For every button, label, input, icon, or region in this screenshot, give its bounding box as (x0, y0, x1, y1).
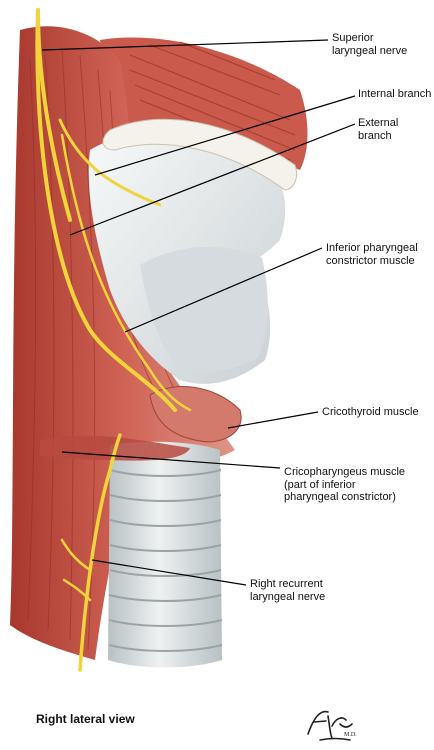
pharyngeal-muscle-column (10, 26, 235, 660)
recurrent-nerve-branch (60, 538, 92, 572)
vagus-nerve (35, 8, 177, 412)
hyoid-bone (102, 118, 298, 191)
label-cricothyroid-muscle: Cricothyroid muscle (322, 406, 419, 418)
label-cricopharyngeus-muscle: Cricopharyngeus muscle (part of inferior… (284, 466, 406, 503)
label-superior-laryngeal-nerve: Superior laryngeal nerve (332, 32, 408, 57)
label-right-recurrent-laryngeal-nerve: Right recurrent laryngeal nerve (250, 578, 326, 603)
internal-branch-nerve (58, 118, 162, 207)
leader-internal-branch (94, 95, 356, 176)
recurrent-laryngeal-nerve (78, 433, 122, 672)
trachea (108, 441, 222, 668)
thyroid-lamina-shadow (140, 246, 268, 372)
leader-cricopharyngeus (61, 451, 281, 469)
cricothyroid-muscle-shape (149, 386, 242, 443)
label-internal-branch: Internal branch (358, 88, 432, 100)
svg-text:M.D.: M.D. (344, 732, 357, 738)
external-branch-nerve (60, 133, 192, 412)
label-external-branch: External branch (358, 117, 399, 142)
view-caption: Right lateral view (36, 712, 135, 726)
label-inferior-pharyngeal-constrictor: Inferior pharyngeal constrictor muscle (326, 242, 418, 267)
leader-inferior-constrictor (124, 247, 323, 333)
tracheal-rings (108, 469, 223, 652)
leader-cricothyroid (227, 411, 319, 429)
nerves (35, 8, 192, 672)
artist-signature: M.D. (307, 710, 357, 741)
recurrent-nerve-branch-2 (62, 578, 92, 602)
leader-external-branch (69, 123, 356, 236)
leader-superior-laryngeal-nerve (41, 39, 329, 51)
leader-lines (41, 39, 356, 586)
leader-recurrent-laryngeal (91, 559, 247, 586)
